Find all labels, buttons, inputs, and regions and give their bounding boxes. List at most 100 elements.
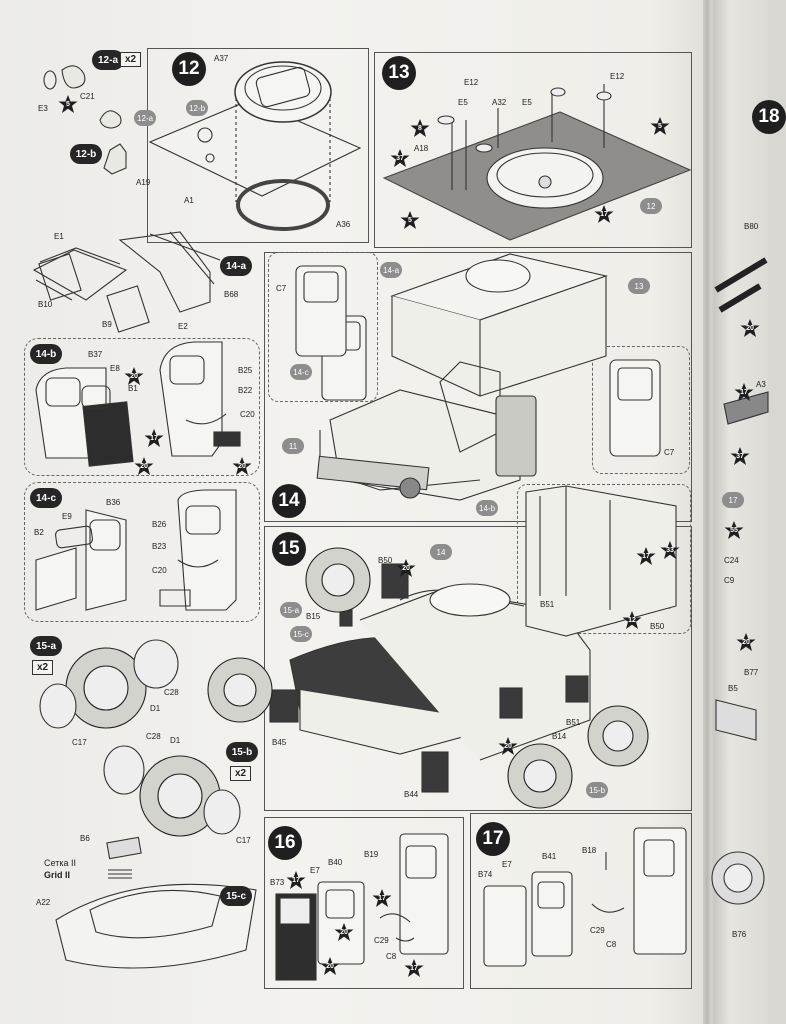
part-label: B50 — [650, 622, 665, 631]
paint-star: 20 — [740, 318, 760, 338]
ref-tag: 14-a — [380, 262, 403, 278]
part-label: E9 — [62, 512, 72, 521]
grid-label-en: Grid II — [44, 870, 71, 880]
paint-star: 5 — [58, 94, 78, 114]
step-13-badge: 13 — [382, 56, 416, 90]
part-label: E7 — [310, 866, 320, 875]
panel-step-13 — [374, 52, 692, 248]
grid-label-ru: Сетка II — [44, 858, 76, 868]
part-label: C20 — [152, 566, 167, 575]
paint-star: 17 — [144, 428, 164, 448]
assembly-line-art — [32, 61, 769, 981]
part-label: B15 — [306, 612, 321, 621]
subassembly-12-b: 12-b — [70, 144, 102, 164]
part-label: E12 — [610, 72, 625, 81]
part-label: B50 — [378, 556, 393, 565]
ref-tag: 12-b — [186, 100, 209, 116]
subassembly-15-c: 15-c — [220, 886, 252, 906]
part-label: C7 — [664, 448, 675, 457]
paint-star: 20 — [498, 736, 518, 756]
box-14-rear-door — [592, 346, 690, 474]
subassembly-15-a: 15-a — [30, 636, 62, 656]
ref-tag: 13 — [628, 278, 650, 294]
box-14-door-detail — [268, 252, 378, 402]
step-15-badge: 15 — [272, 532, 306, 566]
subassembly-12-a: 12-a — [92, 50, 124, 70]
part-label: B36 — [106, 498, 121, 507]
step-18-badge-partial: 18 — [752, 100, 786, 134]
paint-star: 33 — [660, 540, 680, 560]
part-label: B6 — [80, 834, 90, 843]
ref-tag: 12-a — [134, 110, 157, 126]
paint-star: 17 — [636, 546, 656, 566]
part-label: B19 — [364, 850, 379, 859]
step-17-badge: 17 — [476, 822, 510, 856]
part-label: B37 — [88, 350, 103, 359]
ref-tag: 14 — [430, 544, 452, 560]
part-label: E2 — [178, 322, 188, 331]
paint-star: 17 — [404, 958, 424, 978]
part-label: B68 — [224, 290, 239, 299]
part-label: B26 — [152, 520, 167, 529]
paint-star: 5 — [650, 116, 670, 136]
paint-star: 20 — [396, 558, 416, 578]
part-label: E3 — [38, 104, 48, 113]
part-label: B5 — [728, 684, 738, 693]
part-label: C24 — [724, 556, 739, 565]
part-label: C7 — [276, 284, 287, 293]
part-label: C8 — [386, 952, 397, 961]
part-label: C21 — [80, 92, 95, 101]
panel-step-17 — [470, 813, 692, 989]
part-label: C28 — [146, 732, 161, 741]
quantity-x2: x2 — [32, 660, 54, 675]
ref-tag: 15-c — [290, 626, 312, 642]
paint-star: 20 — [334, 922, 354, 942]
part-label: E5 — [458, 98, 468, 107]
part-label: E1 — [54, 232, 64, 241]
subassembly-15-b: 15-b — [226, 742, 258, 762]
part-label: A36 — [336, 220, 351, 229]
part-label: B41 — [542, 852, 557, 861]
paint-star: 5 — [400, 210, 420, 230]
part-label: E12 — [464, 78, 479, 87]
part-label: B51 — [540, 600, 555, 609]
part-label: A22 — [36, 898, 51, 907]
part-label: B45 — [272, 738, 287, 747]
part-label: C17 — [236, 836, 251, 845]
part-label: B76 — [732, 930, 747, 939]
ref-tag: 11 — [282, 438, 304, 454]
box-14-c — [24, 482, 260, 622]
step-14-badge: 14 — [272, 484, 306, 518]
part-label: D1 — [170, 736, 181, 745]
step-16-badge: 16 — [268, 826, 302, 860]
paint-star: 17 — [594, 204, 614, 224]
part-label: E7 — [502, 860, 512, 869]
subassembly-14-c: 14-c — [30, 488, 62, 508]
quantity-x2: x2 — [230, 766, 252, 781]
part-label: B14 — [552, 732, 567, 741]
part-label: B25 — [238, 366, 253, 375]
ref-tag: 14-c — [290, 364, 312, 380]
paint-star: 20 — [320, 956, 340, 976]
page-gutter — [703, 0, 711, 1024]
part-label: C29 — [374, 936, 389, 945]
paint-star: 20 — [124, 366, 144, 386]
part-label: A37 — [214, 54, 229, 63]
paint-star: 17 — [372, 888, 392, 908]
paint-star: 8 — [410, 118, 430, 138]
paint-star: 37 — [390, 148, 410, 168]
part-label: B40 — [328, 858, 343, 867]
paint-star: 20 — [134, 456, 154, 476]
part-label: E8 — [110, 364, 120, 373]
panel-step-14 — [264, 252, 692, 522]
box-14-b — [24, 338, 260, 476]
part-label: C28 — [164, 688, 179, 697]
part-label: B23 — [152, 542, 167, 551]
part-label: B74 — [478, 870, 493, 879]
part-label: B77 — [744, 668, 759, 677]
part-label: B1 — [128, 384, 138, 393]
paint-star: 20 — [232, 456, 252, 476]
subassembly-14-a: 14-a — [220, 256, 252, 276]
part-label: B18 — [582, 846, 597, 855]
ref-tag: 17 — [722, 492, 744, 508]
